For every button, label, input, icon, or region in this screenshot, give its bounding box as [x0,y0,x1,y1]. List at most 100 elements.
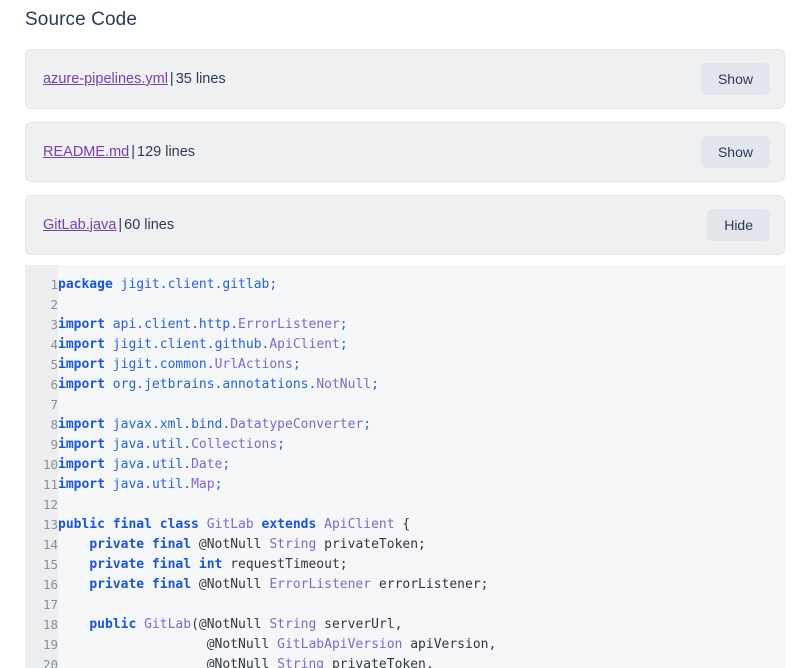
token-kw: public final class [58,517,199,532]
line-number: 8 [50,417,58,432]
token-id: java [112,477,145,492]
token-id: annotations [222,377,309,392]
token-typ: ErrorListener [238,317,340,332]
line-content[interactable] [58,395,785,415]
line-number: 12 [42,497,58,512]
code-line: 17 [25,595,785,615]
line-content[interactable] [58,295,785,315]
token-kw: import [58,417,105,432]
file-card-azure-pipelines[interactable]: azure-pipelines.yml|35 lines Show [25,49,785,109]
code-line: 20 @NotNull String privateToken, [25,655,785,668]
line-content[interactable]: import javax.xml.bind.DatatypeConverter; [58,415,785,435]
line-content[interactable]: import java.util.Collections; [58,435,785,455]
line-number: 5 [50,357,58,372]
line-content[interactable]: private final @NotNull String privateTok… [58,535,785,555]
line-content[interactable] [58,495,785,515]
file-link[interactable]: README.md [43,144,130,160]
line-content[interactable]: public final class GitLab extends ApiCli… [58,515,785,535]
line-content[interactable]: @NotNull String privateToken, [58,655,785,668]
line-number: 11 [42,477,58,492]
line-content[interactable]: import jigit.client.github.ApiClient; [58,335,785,355]
line-content[interactable]: import java.util.Map; [58,475,785,495]
toggle-source-button[interactable]: Hide [707,209,770,241]
file-line-count: 60 lines [124,217,175,233]
token-pun: . [191,317,199,332]
token-typ: ApiClient [269,337,340,352]
token-pun: ; [214,477,223,492]
token-kw: private final [89,577,192,592]
line-content[interactable]: import api.client.http.ErrorListener; [58,315,785,335]
file-card-gitlab-java[interactable]: GitLab.java|60 lines Hide [25,195,785,255]
line-content[interactable]: private final @NotNull ErrorListener err… [58,575,785,595]
line-content[interactable]: public GitLab(@NotNull String serverUrl, [58,615,785,635]
line-content[interactable] [58,595,785,615]
token-typ: GitLabApiVersion [277,637,403,652]
token-pln [105,457,113,472]
line-number: 14 [42,537,58,552]
file-separator: | [169,71,174,87]
code-line: 15 private final int requestTimeout; [25,555,785,575]
token-kw: import [58,457,105,472]
token-pln: @NotNull [58,657,278,668]
file-card-readme[interactable]: README.md|129 lines Show [25,122,785,182]
token-pun: . [144,477,152,492]
token-pun: . [230,317,239,332]
token-typ: String [269,617,317,632]
token-typ: Collections [191,437,278,452]
token-id: java [112,437,145,452]
token-typ: Date [191,457,223,472]
token-pun: . [136,317,145,332]
line-content[interactable]: @NotNull GitLabApiVersion apiVersion, [58,635,785,655]
line-number: 7 [50,397,58,412]
token-pun: ; [292,357,301,372]
token-id: github [214,337,262,352]
token-pun: . [261,337,270,352]
file-separator: | [118,217,123,233]
line-content[interactable]: package jigit.client.gitlab; [58,275,785,295]
token-pun: . [151,417,160,432]
file-meta: azure-pipelines.yml|35 lines [43,71,701,87]
token-pun: ; [269,277,278,292]
token-typ: ErrorListener [269,577,372,592]
token-pln: { [394,517,411,532]
file-meta: GitLab.java|60 lines [43,217,707,233]
line-content[interactable]: import org.jetbrains.annotations.NotNull… [58,375,785,395]
file-link[interactable]: GitLab.java [43,217,117,233]
line-number: 4 [50,337,58,352]
token-pln [58,617,89,632]
line-number: 6 [50,377,58,392]
line-content[interactable]: private final int requestTimeout; [58,555,785,575]
token-kw: private final int [89,557,223,572]
file-link[interactable]: azure-pipelines.yml [43,71,168,87]
token-kw: extends [261,517,317,532]
token-id: common [159,357,207,372]
token-pln [105,417,113,432]
line-number: 20 [42,657,58,668]
token-pln: errorListener; [371,577,489,592]
token-id: javax [112,417,152,432]
token-pln [105,337,113,352]
line-number: 15 [42,557,58,572]
toggle-source-button[interactable]: Show [700,136,770,168]
token-kw: public [89,617,137,632]
toggle-source-button[interactable]: Show [700,63,770,95]
line-content[interactable]: import java.util.Date; [58,455,785,475]
token-pun: . [144,437,152,452]
line-content[interactable]: import jigit.common.UrlActions; [58,355,785,375]
line-number: 17 [42,597,58,612]
token-id: jigit [120,277,160,292]
token-kw: private final [89,537,192,552]
line-number: 19 [42,637,58,652]
token-id: util [151,477,184,492]
line-number: 1 [50,277,58,292]
code-line: 12 [25,495,785,515]
token-id: jetbrains [144,377,215,392]
